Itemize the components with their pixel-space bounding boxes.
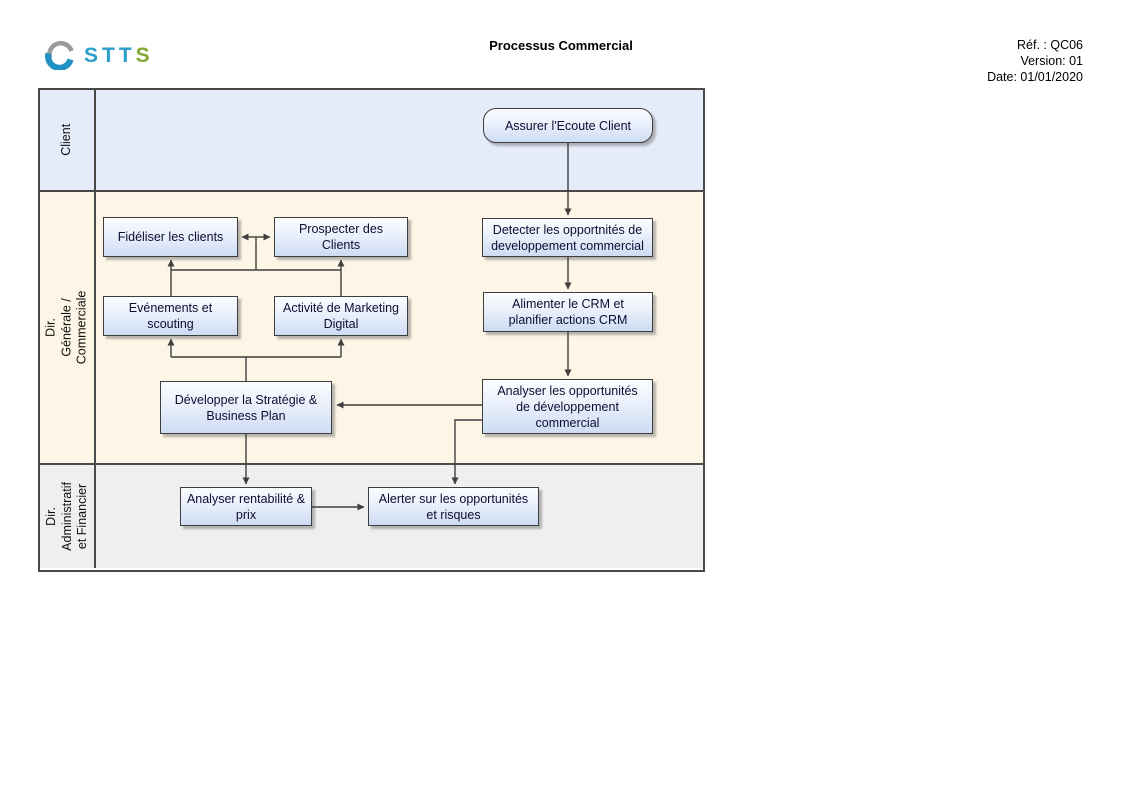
node-alimenter-crm: Alimenter le CRM et planifier actions CR…: [483, 292, 653, 332]
document-meta: Réf. : QC06 Version: 01 Date: 01/01/2020: [987, 37, 1083, 85]
node-evenements-et-scouting: Evénements et scouting: [103, 296, 238, 336]
node-developper-strategie: Développer la Stratégie & Business Plan: [160, 381, 332, 434]
stts-sphere-icon: [45, 40, 74, 70]
node-activite-marketing-digital: Activité de Marketing Digital: [274, 296, 408, 336]
company-logo: STTS: [44, 40, 154, 70]
doc-date: Date: 01/01/2020: [987, 70, 1083, 84]
node-detecter-opportunites: Detecter les opportnités de developpemen…: [482, 218, 653, 257]
node-analyser-rentabilite-prix: Analyser rentabilité & prix: [180, 487, 312, 526]
logo-text-stt: STT: [84, 43, 136, 67]
node-assurer-ecoute-client: Assurer l'Ecoute Client: [483, 108, 653, 143]
node-analyser-opportunites: Analyser les opportunités de développeme…: [482, 379, 653, 434]
doc-version: Version: 01: [1020, 54, 1083, 68]
lane-label-dir-generale-commerciale: Dir. Générale / Commerciale: [40, 192, 96, 463]
node-fideliser-les-clients: Fidéliser les clients: [103, 217, 238, 257]
logo-wordmark: STTS: [84, 45, 154, 66]
lane-label-dir-administratif-financier: Dir. Administratif et Financier: [40, 465, 96, 568]
page-title: Processus Commercial: [489, 38, 633, 53]
lane-label-client: Client: [40, 90, 96, 190]
node-alerter-opportunites-risques: Alerter sur les opportunités et risques: [368, 487, 539, 526]
logo-text-s: S: [135, 43, 154, 67]
node-prospecter-des-clients: Prospecter des Clients: [274, 217, 408, 257]
doc-reference: Réf. : QC06: [1017, 38, 1083, 52]
